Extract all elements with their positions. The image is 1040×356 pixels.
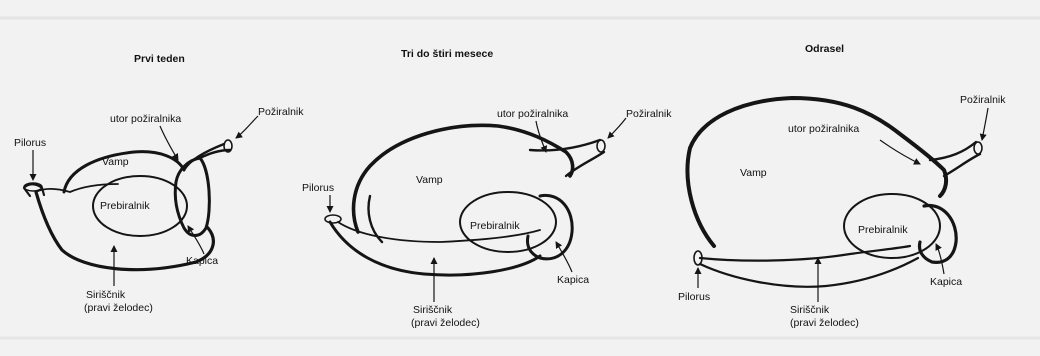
label-utor: utor požiralnika: [497, 108, 568, 120]
label-siriscnik-sub: (pravi želodec): [411, 317, 480, 329]
label-siriscnik: Siriščnik: [86, 289, 126, 301]
label-kapica: Kapica: [930, 276, 962, 288]
label-pilorus: Pilorus: [14, 137, 46, 149]
esophagus-opening: [974, 142, 982, 154]
reticulum-outline: [528, 195, 573, 258]
rumen-outline: [354, 125, 573, 232]
label-poziralnik: Požiralnik: [626, 108, 672, 120]
panel-title: Tri do štiri mesece: [401, 48, 493, 60]
label-pilorus: Pilorus: [302, 182, 334, 194]
panel-first-week: Prvi teden utor požiralnika Požiralnik P…: [14, 53, 304, 314]
label-poziralnik: Požiralnik: [258, 106, 304, 118]
pylorus-opening: [325, 215, 341, 223]
esophagus-opening: [597, 140, 605, 152]
panel-title: Prvi teden: [134, 53, 185, 65]
esophagus-outline: [184, 144, 230, 170]
reticulum-outline: [175, 158, 209, 236]
label-poziralnik: Požiralnik: [960, 94, 1006, 106]
label-siriscnik: Siriščnik: [790, 304, 830, 316]
label-prebiralnik: Prebiralnik: [470, 220, 520, 232]
panel-three-to-four-months: Tri do štiri mesece utor požiralnika Pož…: [302, 48, 672, 329]
stomach-drawing: [325, 125, 605, 275]
label-prebiralnik: Prebiralnik: [858, 224, 908, 236]
label-kapica: Kapica: [186, 255, 218, 267]
label-siriscnik-sub: (pravi želodec): [790, 317, 859, 329]
leader-arrows: [698, 108, 988, 302]
label-kapica: Kapica: [557, 274, 589, 286]
label-utor: utor požiralnika: [110, 113, 181, 125]
label-vamp: Vamp: [102, 156, 129, 168]
label-siriscnik-sub: (pravi želodec): [84, 302, 153, 314]
label-prebiralnik: Prebiralnik: [100, 200, 150, 212]
label-siriscnik: Siriščnik: [413, 304, 453, 316]
panel-title: Odrasel: [805, 43, 844, 55]
label-utor: utor požiralnika: [788, 123, 859, 135]
abomasum-bottom-outline: [700, 258, 918, 287]
label-vamp: Vamp: [416, 174, 443, 186]
abomasum-outline: [700, 246, 910, 261]
label-vamp: Vamp: [740, 167, 767, 179]
panel-adult: Odrasel utor požiralnika Požiralnik Pilo…: [678, 43, 1006, 329]
esophagus-outline: [930, 142, 980, 176]
esophagus-outline: [530, 140, 604, 176]
label-pilorus: Pilorus: [678, 291, 710, 303]
